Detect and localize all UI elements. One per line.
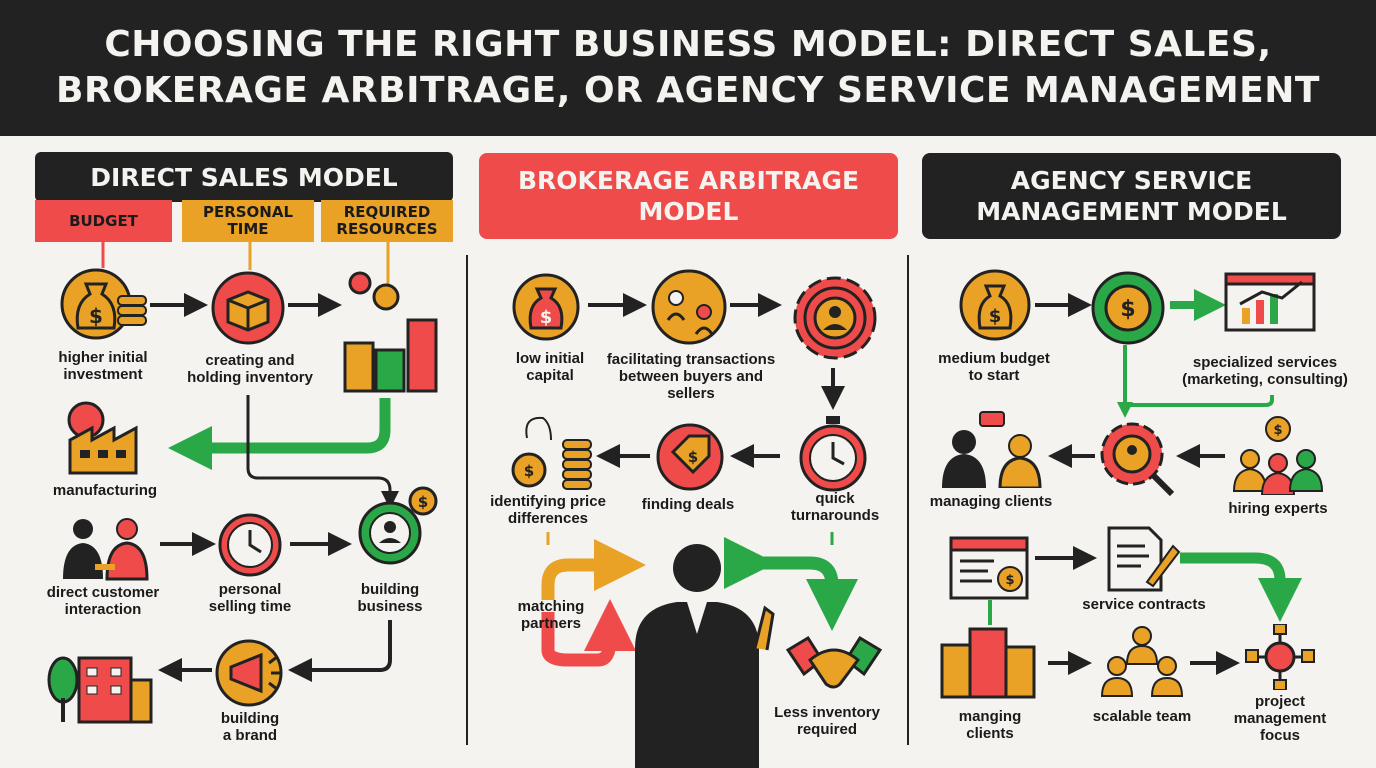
label-finding-deals: finding deals — [641, 496, 735, 513]
label-facilitating-transactions: facilitating transactions between buyers… — [606, 351, 776, 402]
box-icon — [211, 271, 285, 345]
svg-text:$: $ — [89, 304, 103, 328]
handshake-people-icon — [63, 518, 149, 581]
money-bag-icon: $ — [512, 273, 580, 341]
required-resources-tag: REQUIRED RESOURCES — [321, 200, 453, 242]
label-scalable-team: scalable team — [1092, 708, 1192, 725]
label-specialized-services: specialized services (marketing, consult… — [1182, 354, 1348, 388]
businessman-icon — [635, 544, 775, 768]
label-hiring-experts: hiring experts — [1228, 500, 1328, 517]
label-creating-holding-inventory: creating and holding inventory — [187, 352, 313, 386]
stopwatch-icon — [799, 416, 867, 492]
gear-person-icon — [793, 276, 877, 360]
exchange-people-icon — [651, 269, 727, 345]
label-service-contracts: service contracts — [1082, 596, 1206, 613]
label-identifying-price-differences: identifying price differences — [490, 493, 606, 527]
factory-resources-icon — [343, 271, 438, 393]
clock-icon — [218, 513, 282, 577]
dollar-circle-icon: $ — [1091, 271, 1165, 345]
label-low-initial-capital: low initial capital — [515, 350, 585, 384]
label-building-a-brand: building a brand — [220, 710, 280, 744]
team-experts-icon: $ — [1232, 416, 1324, 495]
personal-time-tag: PERSONAL TIME — [182, 200, 314, 242]
project-gear-icon — [1245, 624, 1315, 690]
svg-text:$: $ — [540, 307, 553, 328]
svg-text:$: $ — [1273, 423, 1282, 438]
title-line-2: BROKERAGE ARBITRAGE, OR AGENCY SERVICE M… — [56, 70, 1320, 111]
budget-tag: BUDGET — [35, 200, 172, 242]
svg-text:$: $ — [1005, 573, 1014, 588]
agency-title: AGENCY SERVICE MANAGEMENT MODEL — [922, 153, 1341, 239]
svg-text:$: $ — [524, 462, 534, 480]
contract-pen-icon — [1107, 526, 1181, 592]
label-medium-budget: medium budget to start — [938, 350, 1050, 384]
label-manging-clients: manging clients — [958, 708, 1022, 742]
price-tag-icon: $ — [656, 423, 724, 491]
label-less-inventory-required: Less inventory required — [774, 704, 880, 738]
column-divider-right — [907, 255, 909, 745]
coins-plant-icon: $ — [511, 416, 592, 490]
chart-monitor-icon — [1224, 272, 1316, 332]
office-building-icon — [940, 627, 1036, 699]
building-tree-icon — [47, 656, 153, 724]
target-person-icon: $ — [358, 486, 438, 565]
scalable-team-icon — [1100, 626, 1184, 697]
label-managing-clients: managing clients — [929, 493, 1053, 510]
search-gear-icon — [1100, 422, 1175, 497]
brokerage-title: BROKERAGE ARBITRAGE MODEL — [479, 153, 898, 239]
svg-text:$: $ — [418, 493, 428, 511]
direct-sales-title: DIRECT SALES MODEL — [35, 152, 453, 202]
title-line-1: CHOOSING THE RIGHT BUSINESS MODEL: DIREC… — [104, 24, 1272, 65]
client-meeting-icon — [942, 411, 1042, 488]
svg-text:$: $ — [989, 306, 1002, 327]
page-header: CHOOSING THE RIGHT BUSINESS MODEL: DIREC… — [0, 0, 1376, 136]
label-personal-selling-time: personal selling time — [208, 581, 292, 615]
money-bag-icon: $ — [959, 269, 1031, 341]
label-manufacturing: manufacturing — [52, 482, 158, 499]
svg-text:$: $ — [1120, 297, 1135, 322]
label-higher-initial-investment: higher initial investment — [58, 349, 148, 383]
money-bag-icon: $ — [60, 268, 147, 340]
handshake-icon — [785, 635, 883, 689]
label-project-management-focus: project management focus — [1233, 693, 1327, 744]
factory-icon — [67, 401, 138, 475]
label-matching-partners: matching partners — [517, 598, 585, 632]
svg-text:$: $ — [688, 448, 698, 466]
contract-screen-icon: $ — [949, 536, 1029, 600]
megaphone-icon — [215, 639, 283, 707]
label-building-business: building business — [357, 581, 423, 615]
label-direct-customer-interaction: direct customer interaction — [46, 584, 160, 618]
label-quick-turnarounds: quick turnarounds — [790, 490, 880, 524]
column-divider-left — [466, 255, 468, 745]
